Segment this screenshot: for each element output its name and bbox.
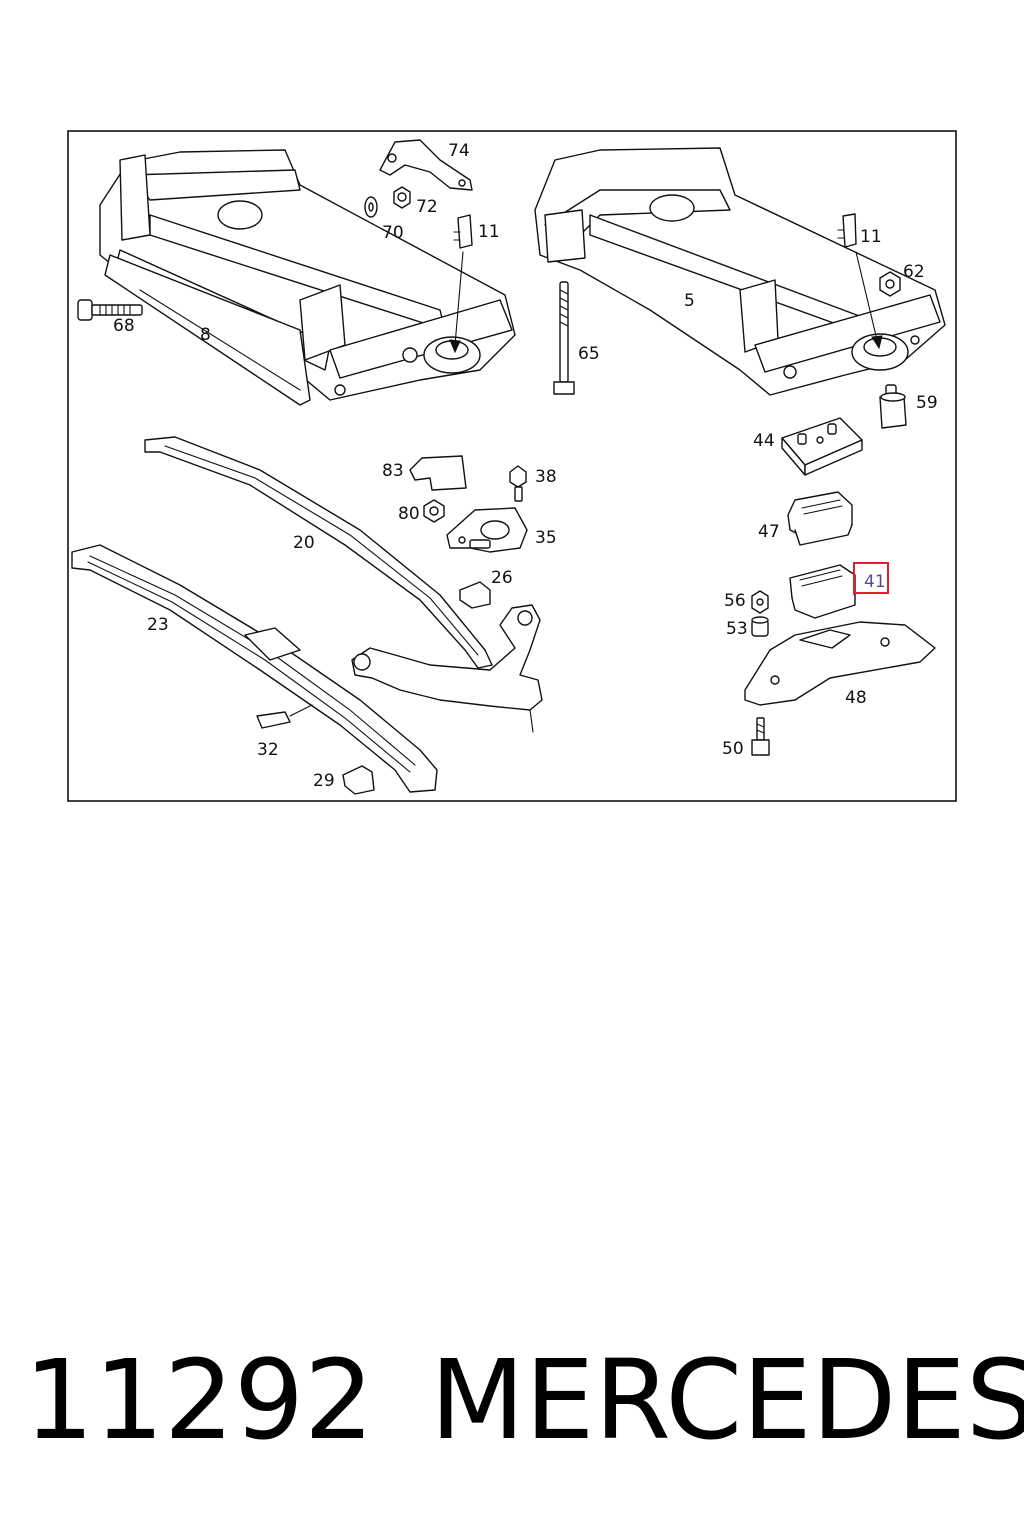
bracket-83 xyxy=(409,455,467,491)
bolt-50 xyxy=(751,717,770,756)
mount-44 xyxy=(781,417,863,476)
callout-53: 53 xyxy=(726,619,748,639)
callout-74: 74 xyxy=(448,141,470,161)
nut-56 xyxy=(751,590,769,614)
callout-72: 72 xyxy=(416,197,438,217)
bump-stop-59 xyxy=(879,384,907,429)
callout-44: 44 xyxy=(753,431,775,451)
callout-23: 23 xyxy=(147,615,169,635)
callout-59: 59 xyxy=(916,393,938,413)
clip-11-left xyxy=(449,214,473,354)
callout-29: 29 xyxy=(313,771,335,791)
callout-38: 38 xyxy=(535,467,557,487)
brand-name: MERCEDES xyxy=(430,1336,1024,1464)
callout-83: 83 xyxy=(382,461,404,481)
bolt-38 xyxy=(509,465,527,502)
callout-47: 47 xyxy=(758,522,780,542)
control-arm xyxy=(351,604,543,733)
clip-11-right xyxy=(837,213,883,350)
bracket-74 xyxy=(379,139,473,191)
pad-29 xyxy=(342,765,375,795)
callout-68: 68 xyxy=(113,316,135,336)
pad-32 xyxy=(256,704,313,729)
callout-26: 26 xyxy=(491,568,513,588)
right-subframe xyxy=(534,147,946,396)
nut-62 xyxy=(879,271,901,297)
crossmember-48 xyxy=(744,621,936,706)
nut-72 xyxy=(393,186,411,209)
callout-20: 20 xyxy=(293,533,315,553)
callout-35: 35 xyxy=(535,528,557,548)
bolt-68 xyxy=(77,299,143,321)
callout-5: 5 xyxy=(684,291,695,311)
callout-32: 32 xyxy=(257,740,279,760)
callout-11-right: 11 xyxy=(860,227,882,247)
mount-41 xyxy=(789,564,856,619)
mount-47 xyxy=(787,491,853,546)
callout-56: 56 xyxy=(724,591,746,611)
spacer-53 xyxy=(751,616,769,637)
callout-11-left: 11 xyxy=(478,222,500,242)
bolt-65 xyxy=(553,281,575,395)
callout-65: 65 xyxy=(578,344,600,364)
callout-80: 80 xyxy=(398,504,420,524)
pad-26 xyxy=(459,581,491,609)
callout-70: 70 xyxy=(382,223,404,243)
leaf-spring-20 xyxy=(144,436,493,669)
callout-8: 8 xyxy=(200,325,211,345)
nut-80 xyxy=(423,499,445,523)
leaf-spring-23 xyxy=(71,544,438,793)
left-subframe xyxy=(99,149,516,406)
callout-50: 50 xyxy=(722,739,744,759)
callout-41-highlight-box xyxy=(853,562,889,594)
bracket-35 xyxy=(446,507,528,553)
callout-48: 48 xyxy=(845,688,867,708)
washer-70 xyxy=(364,196,378,218)
callout-62: 62 xyxy=(903,262,925,282)
callout-41: 41 xyxy=(864,572,886,592)
part-number: 11292 xyxy=(24,1336,374,1464)
